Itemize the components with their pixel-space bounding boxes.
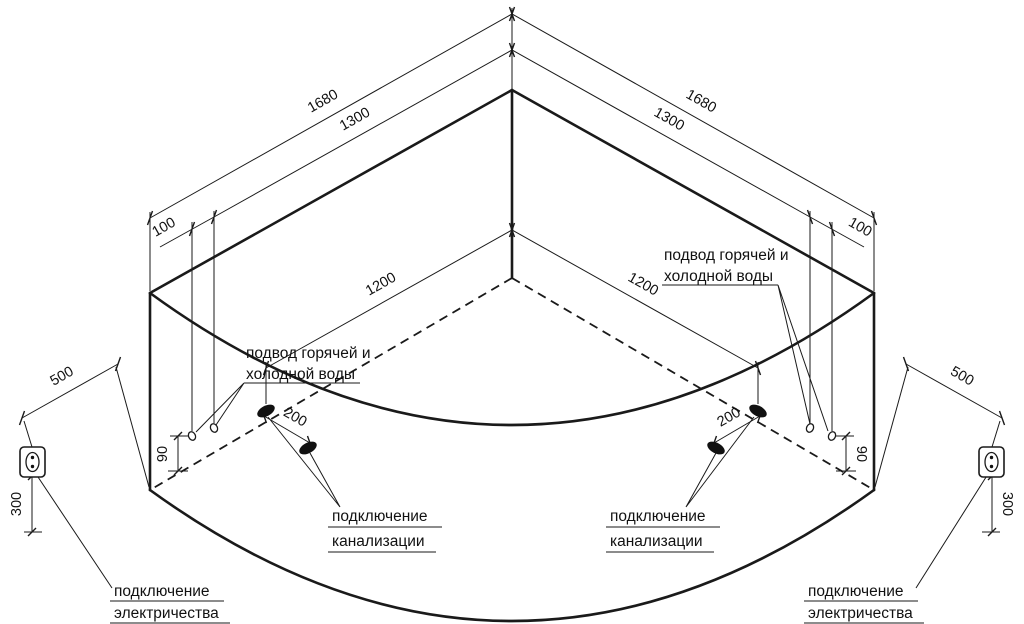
dim-left-drain-position: 1200 [363,270,399,300]
dim-right-overall-length: 1680 [683,87,719,117]
dim-left-outlet-height: 300 [9,492,25,516]
leader-lines [35,284,989,624]
dim-right-outlet-distance: 500 [947,364,976,390]
label-right-electricity-line1: подключение [808,583,904,600]
dim-right-drain-position: 1200 [625,270,661,300]
label-right-electricity-line2: электричества [808,605,913,622]
label-left-sewer-line1: подключение [332,508,428,525]
electrical-outlet-icon [19,446,1005,478]
drain-point-icon [257,404,767,455]
label-left-electricity-line2: электричества [114,605,219,622]
label-left-sewer-line2: канализации [332,533,425,550]
label-right-water-supply-line1: подвод горячей и [664,247,789,264]
dim-right-drain-offset: 200 [715,405,744,431]
dim-left-outlet-distance: 500 [48,364,77,390]
label-right-water-supply-line2: холодной воды [664,268,773,285]
dim-right-outlet-height: 300 [999,492,1015,516]
label-left-water-supply-line1: подвод горячей и [246,345,371,362]
dim-right-water-supply-spacing: 100 [845,215,874,241]
label-left-electricity-line1: подключение [114,583,210,600]
tub-outline [148,88,876,623]
dim-right-water-supply-height: 90 [853,446,869,462]
dim-left-overall-length: 1680 [305,87,341,117]
label-right-sewer-line2: канализации [610,533,703,550]
label-left-water-supply-line2: холодной воды [246,366,355,383]
water-supply-point-icon [187,423,837,441]
dim-left-drain-offset: 200 [280,405,309,431]
extension-lines [23,8,1001,533]
dim-left-water-supply-spacing: 100 [150,215,179,241]
label-right-sewer-line1: подключение [610,508,706,525]
dim-left-water-supply-height: 90 [155,446,171,462]
hidden-edges [149,277,875,491]
